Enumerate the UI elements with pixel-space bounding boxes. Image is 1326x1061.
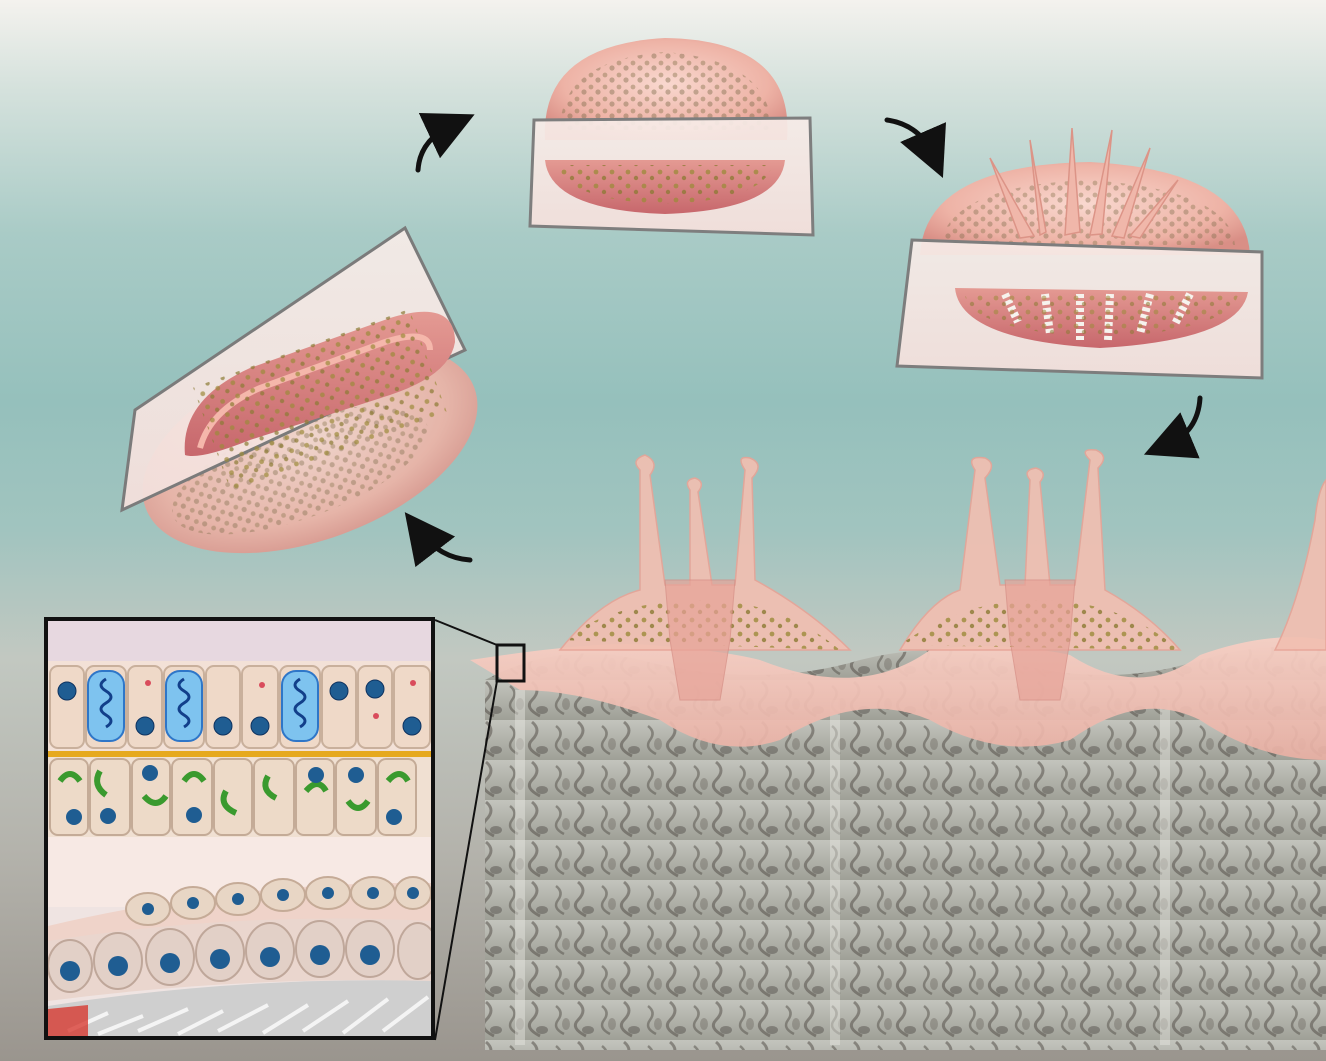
- curved-arrow-icon: [420, 532, 470, 560]
- stage-primary-polyp: [897, 128, 1262, 378]
- tissue-layers-svg: [48, 621, 431, 1036]
- oral-epidermis: [48, 661, 431, 751]
- stage-planula-larva: [114, 228, 506, 594]
- curved-arrow-icon: [418, 125, 452, 170]
- oral-gastrodermis: [48, 757, 431, 837]
- stage-adult-colony: [435, 450, 1326, 1050]
- tissue-layer-magnified-view: [44, 617, 435, 1040]
- stage-settled-disc: [530, 38, 813, 235]
- curved-arrow-icon: [1167, 398, 1200, 445]
- curved-arrow-icon: [887, 120, 933, 155]
